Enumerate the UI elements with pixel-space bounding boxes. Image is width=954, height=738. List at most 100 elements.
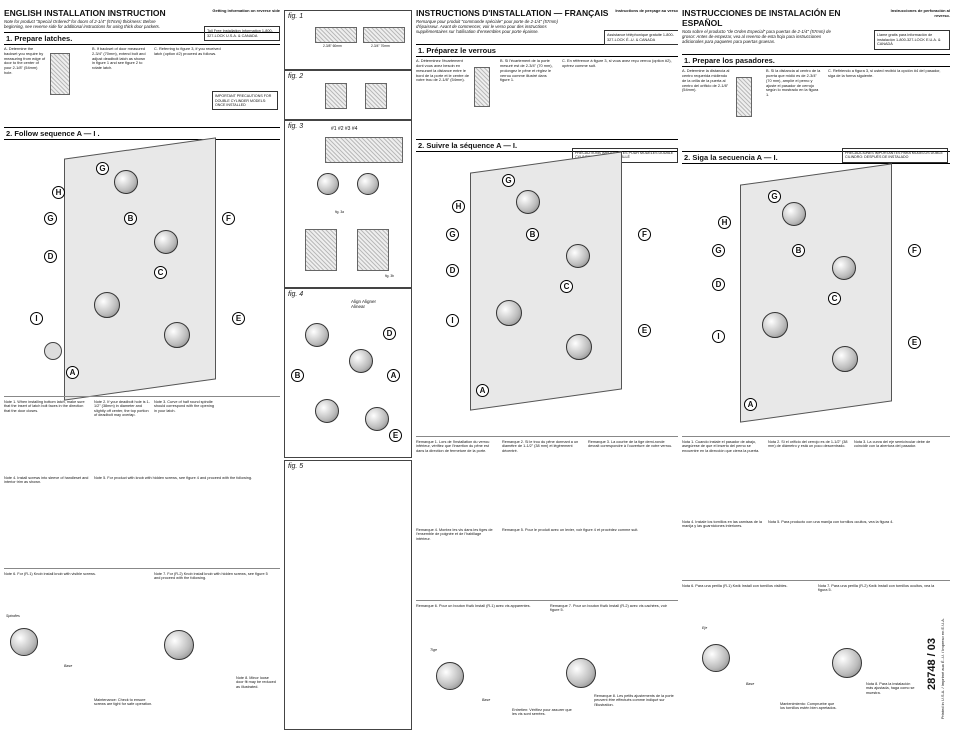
english-step-1b: B. If backset of door measured 2-3/4" (7… bbox=[92, 46, 146, 71]
spanish-eje-label: Eje bbox=[702, 626, 708, 630]
english-note-1: Note 1. When installing bottom latch, ma… bbox=[4, 400, 85, 413]
sequence-letter-g: G bbox=[768, 190, 781, 204]
english-note-6: Note 6. For (R-1) Knob install knob with… bbox=[4, 572, 97, 576]
french-remark-5: Remarque 5. Pour le produit avec un levi… bbox=[502, 528, 639, 532]
figure-3-label: fig. 3 bbox=[288, 123, 304, 130]
sequence-letter-g: G bbox=[446, 228, 459, 242]
figure-3: fig. 3 #1 #2 #3 #4 fig. 3a fig. 3b bbox=[284, 120, 412, 288]
sequence-letter-h: H bbox=[452, 200, 465, 214]
figures-column: fig. 1 2-3/8" 60mm 2-3/4" 70mm fig. 2 fi… bbox=[284, 8, 412, 730]
sequence-letter-c: C bbox=[154, 266, 167, 280]
spanish-sequence-diagram: G H G B F D C I E A bbox=[682, 163, 950, 424]
sequence-letter-e: E bbox=[638, 324, 651, 338]
spanish-info-box: Llame gratis para información de instala… bbox=[874, 30, 950, 50]
sequence-letter-c: C bbox=[560, 280, 573, 294]
knob-exterior bbox=[94, 292, 120, 319]
spanish-column: INSTRUCCIONES DE INSTALACIÓN EN ESPAÑOL … bbox=[682, 8, 950, 730]
sequence-letter-g: G bbox=[96, 162, 109, 176]
deadbolt-interior bbox=[154, 230, 178, 255]
door-illustration bbox=[64, 137, 216, 401]
english-section-2: 2. Follow sequence A — I . bbox=[4, 127, 280, 141]
english-column: ENGLISH INSTALLATION INSTRUCTION Getting… bbox=[4, 8, 280, 730]
spanish-side-note: Instrucciones de perforación al reverso. bbox=[890, 8, 950, 18]
french-section-1: 1. Préparez le verrous bbox=[416, 44, 678, 58]
french-remark-1: Remarque 1. Lors de l'installation du ve… bbox=[416, 440, 490, 453]
spanish-note-4: Nota 4. Instale los tornillos en las cam… bbox=[682, 520, 762, 529]
figure-3b-label: fig. 3b bbox=[385, 274, 394, 278]
spanish-title: INSTRUCCIONES DE INSTALACIÓN EN ESPAÑOL bbox=[682, 8, 841, 28]
english-sequence-diagram: G H G B F D C I E A bbox=[4, 137, 280, 401]
figure-2-label: fig. 2 bbox=[288, 73, 304, 80]
figure-5-label: fig. 5 bbox=[288, 463, 304, 470]
figure-4-label: fig. 4 bbox=[288, 291, 304, 298]
figure-3a-label: fig. 3a bbox=[335, 210, 344, 214]
sequence-letter-h: H bbox=[52, 186, 65, 200]
spanish-note-2: Nota 2. Si el orificio del cerrojo es de… bbox=[768, 440, 848, 449]
spanish-note-7: Nota 7. Para una perilla (R-2) Kwik Inst… bbox=[818, 584, 935, 593]
french-info-box: Assistance téléphonique gratuite 1-800-3… bbox=[604, 30, 678, 46]
sequence-letter-e: E bbox=[389, 429, 402, 442]
sequence-letter-d: D bbox=[446, 264, 459, 278]
french-intro: Remarque pour produit "commande spéciale… bbox=[416, 19, 558, 35]
sequence-letter-c: C bbox=[828, 292, 841, 306]
english-note-2: Note 2. If your deadbolt hole is 1-1/2" … bbox=[94, 400, 150, 418]
spanish-note-8: Nota 8. Para la instalación más ajustada… bbox=[866, 682, 915, 695]
french-remark-8: Remarque 8. Les petits ajustements de la… bbox=[594, 694, 674, 707]
figure-1-dim-b: 2-3/4" 70mm bbox=[371, 44, 390, 48]
sequence-letter-b: B bbox=[792, 244, 805, 258]
french-remark-4: Remarque 4. Montez les vis dans les tige… bbox=[416, 528, 493, 541]
french-base-label: Base bbox=[482, 698, 491, 702]
french-column: INSTRUCTIONS D'INSTALLATION — FRANÇAIS I… bbox=[416, 8, 678, 730]
english-step-1: A. Determine the backset you require by … bbox=[4, 46, 280, 125]
deadbolt-exterior bbox=[114, 170, 138, 195]
spanish-note-6: Nota 6. Para una perilla (R-1) Kwik Inst… bbox=[682, 584, 788, 588]
spanish-section-1: 1. Prepare los pasadores. bbox=[682, 54, 950, 68]
sequence-letter-a: A bbox=[387, 369, 400, 382]
sequence-letter-d: D bbox=[44, 250, 57, 264]
english-maintenance: Maintenance: Check to ensure screws are … bbox=[94, 698, 153, 707]
figure-3-options: #1 #2 #3 #4 bbox=[331, 126, 358, 132]
sequence-letter-a: A bbox=[66, 366, 79, 380]
sequence-letter-b: B bbox=[526, 228, 539, 242]
english-intro: Note for product "Special Ordered" for d… bbox=[4, 19, 160, 30]
spanish-intro: Nota sobre el producto "de Orden Especia… bbox=[682, 29, 831, 45]
r2-knob-illustration bbox=[164, 630, 194, 660]
spanish-step-1c: C. Refiriendo a figura 3, si usted recib… bbox=[828, 68, 941, 79]
knob-interior bbox=[164, 322, 190, 349]
english-info-box: Toll Free Installation Information 1-800… bbox=[204, 26, 280, 42]
sequence-letter-i: I bbox=[30, 312, 43, 326]
sequence-letter-e: E bbox=[232, 312, 245, 326]
sequence-letter-a: A bbox=[744, 398, 757, 412]
english-title: ENGLISH INSTALLATION INSTRUCTION bbox=[4, 8, 166, 18]
french-remark-6: Remarque 6. Pour un bouton Kwik Install … bbox=[416, 604, 531, 608]
english-note-4: Note 4. Install screws into sleeve of ha… bbox=[4, 476, 89, 485]
english-step-1a: A. Determine the backset you require by … bbox=[4, 46, 46, 75]
spanish-note-5: Nota 5. Para producto con una manija con… bbox=[768, 520, 894, 524]
french-step-1a: A. Déterminez l'écartement dont vous ave… bbox=[416, 58, 469, 83]
sequence-letter-g: G bbox=[502, 174, 515, 188]
document-code: 28748 / 03 bbox=[926, 638, 938, 690]
backset-illustration bbox=[50, 53, 70, 96]
english-note-8: Note 8. Minor loose door fit may be redu… bbox=[236, 676, 276, 689]
figure-1-dim-a: 2-3/8" 60mm bbox=[323, 44, 342, 48]
sequence-letter-a: A bbox=[476, 384, 489, 398]
spanish-base-label: Base bbox=[746, 682, 755, 686]
sequence-letter-i: I bbox=[712, 330, 725, 344]
sequence-letter-d: D bbox=[383, 327, 396, 340]
english-note-5: Note 5. For product with knob with hidde… bbox=[94, 476, 253, 480]
french-maintenance: Entretien: Vérifiez pour assurer que les… bbox=[512, 708, 572, 717]
sequence-letter-g: G bbox=[712, 244, 725, 258]
sequence-letter-f: F bbox=[222, 212, 235, 226]
sequence-letter-b: B bbox=[124, 212, 137, 226]
sequence-letter-g: G bbox=[44, 212, 57, 226]
printed-in: Printed in U.S.A. / Imprimé aux É.-U. / … bbox=[940, 618, 945, 720]
french-remark-2: Remarque 2. Si le trou du pêne dormant a… bbox=[502, 440, 579, 453]
sequence-letter-f: F bbox=[908, 244, 921, 258]
english-step-1c: C. Referring to figure 3, if you receive… bbox=[154, 46, 221, 56]
figure-5: fig. 5 bbox=[284, 460, 412, 730]
rosette bbox=[44, 342, 62, 361]
spanish-maintenance: Mantenimiento: Compruebe que los tornill… bbox=[780, 702, 837, 711]
english-note-7: Note 7. For (R-2) Knob install knob with… bbox=[154, 572, 268, 581]
french-title: INSTRUCTIONS D'INSTALLATION — FRANÇAIS bbox=[416, 8, 609, 18]
french-remark-7: Remarque 7. Pour un bouton Kwik Install … bbox=[550, 604, 667, 613]
